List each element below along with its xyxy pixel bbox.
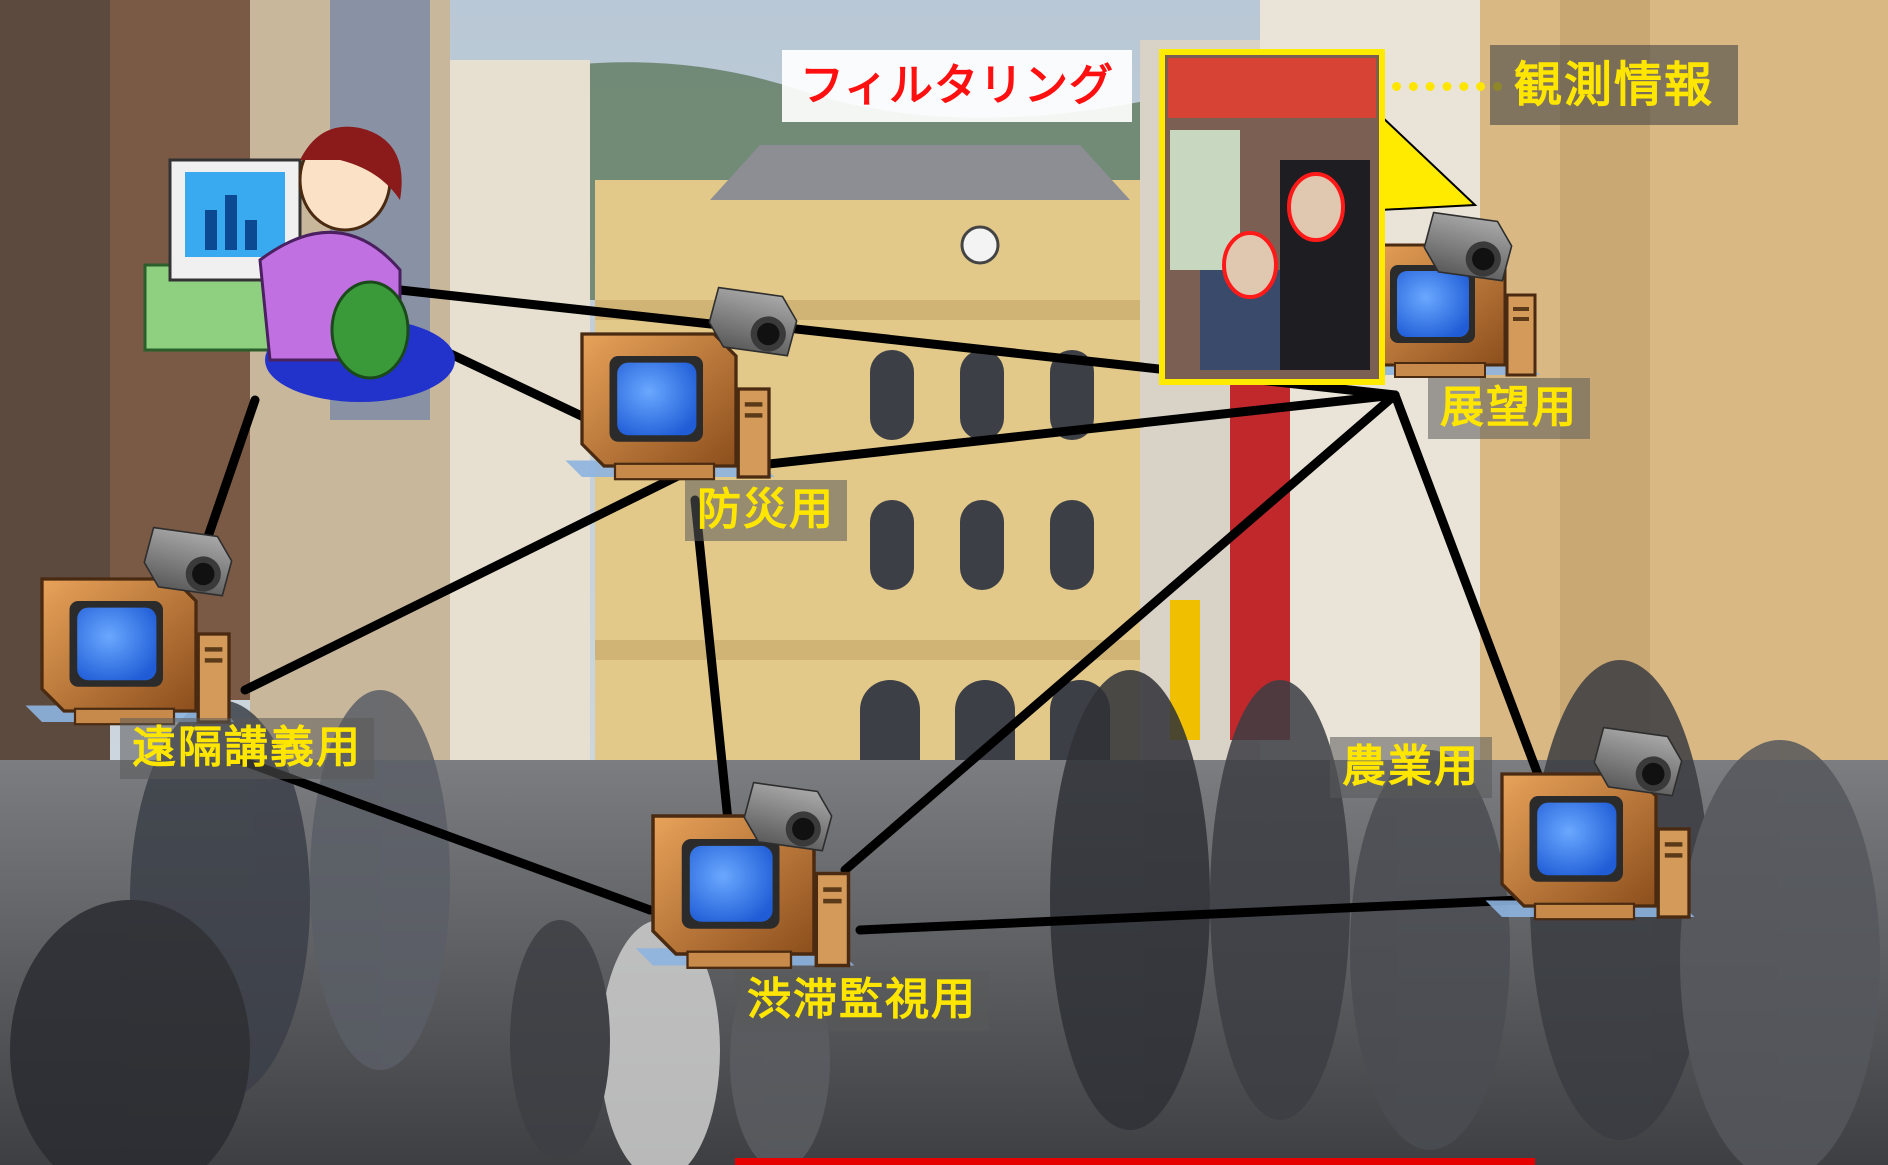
traffic-monitoring-label: 渋滞監視用 [735, 970, 989, 1031]
panorama-label: 展望用 [1428, 378, 1590, 439]
observation-info-label: 観測情報 [1490, 45, 1739, 125]
observation-dotted-connector [1392, 82, 1502, 91]
filtered-observation-inset [1159, 49, 1478, 385]
remote-lecture-label: 遠隔講義用 [120, 718, 374, 779]
bottom-accent-bar [735, 1158, 1535, 1165]
filtering-label: フィルタリング [782, 50, 1132, 122]
operator-workstation-icon [143, 126, 455, 402]
disaster-label: 防災用 [685, 480, 847, 541]
agriculture-label: 農業用 [1330, 737, 1492, 798]
